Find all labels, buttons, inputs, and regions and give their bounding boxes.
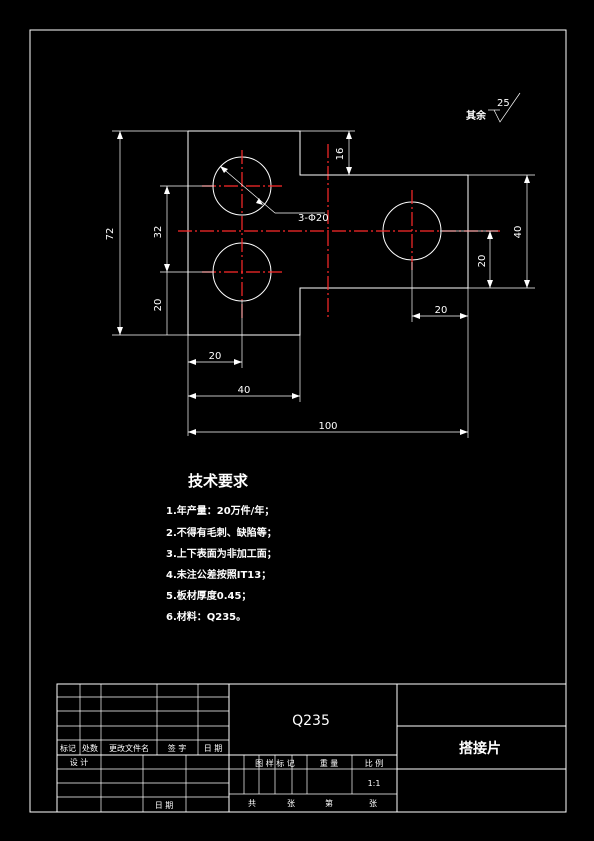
drawing-border <box>29 29 567 813</box>
scale-value: 1:1 <box>368 779 381 788</box>
header-count: 处数 <box>82 743 98 753</box>
tech-item: 5.板材厚度0.45； <box>166 589 251 602</box>
dim-16: 16 <box>335 148 346 161</box>
dim-100: 100 <box>318 421 337 432</box>
tech-item: 2.不得有毛刺、缺陷等； <box>166 526 277 539</box>
roughness-value: 25 <box>497 98 510 109</box>
tech-item: 6.材料：Q235。 <box>166 610 246 623</box>
roughness-prefix: 其余 <box>466 109 487 122</box>
tech-title: 技术要求 <box>188 472 249 490</box>
header-mark: 标记 <box>60 743 76 753</box>
dim-20-bottom-right: 20 <box>435 305 448 316</box>
sheet-no-label: 第 <box>325 798 333 808</box>
sheet-unit2-label: 张 <box>369 799 377 808</box>
design-label: 设 计 <box>70 757 89 767</box>
tech-list: 1.年产量：20万件/年； 2.不得有毛刺、缺陷等； 3.上下表面为非加工面； … <box>166 504 277 623</box>
dim-40-right: 40 <box>513 226 524 239</box>
sheet-unit-label: 张 <box>287 799 295 808</box>
date-label: 日 期 <box>155 801 174 810</box>
dim-20-bottom-left: 20 <box>209 351 222 362</box>
dim-32: 32 <box>153 226 164 239</box>
tech-item: 1.年产量：20万件/年； <box>166 504 274 517</box>
total-sheets-label: 共 <box>248 799 256 808</box>
dimension-lines <box>112 130 535 438</box>
tech-item: 3.上下表面为非加工面； <box>166 547 277 560</box>
dim-20-right: 20 <box>477 255 488 268</box>
scale-label: 比 例 <box>365 758 384 768</box>
roughness-symbol <box>488 92 521 123</box>
header-file: 更改文件名 <box>109 743 149 753</box>
dim-40-bottom: 40 <box>238 385 251 396</box>
stage-mark-label: 图 样 标 记 <box>255 758 295 768</box>
title-block <box>56 683 567 813</box>
header-date: 日 期 <box>204 744 223 753</box>
dim-holes: 3-Φ20 <box>298 213 329 224</box>
part-name: 搭接片 <box>459 740 501 757</box>
dim-72: 72 <box>105 228 116 241</box>
tech-item: 4.未注公差按照IT13； <box>166 568 271 581</box>
header-sign: 签 字 <box>168 743 187 753</box>
material: Q235 <box>292 713 330 729</box>
dim-20-left: 20 <box>153 299 164 312</box>
weight-label: 重 量 <box>320 758 339 768</box>
